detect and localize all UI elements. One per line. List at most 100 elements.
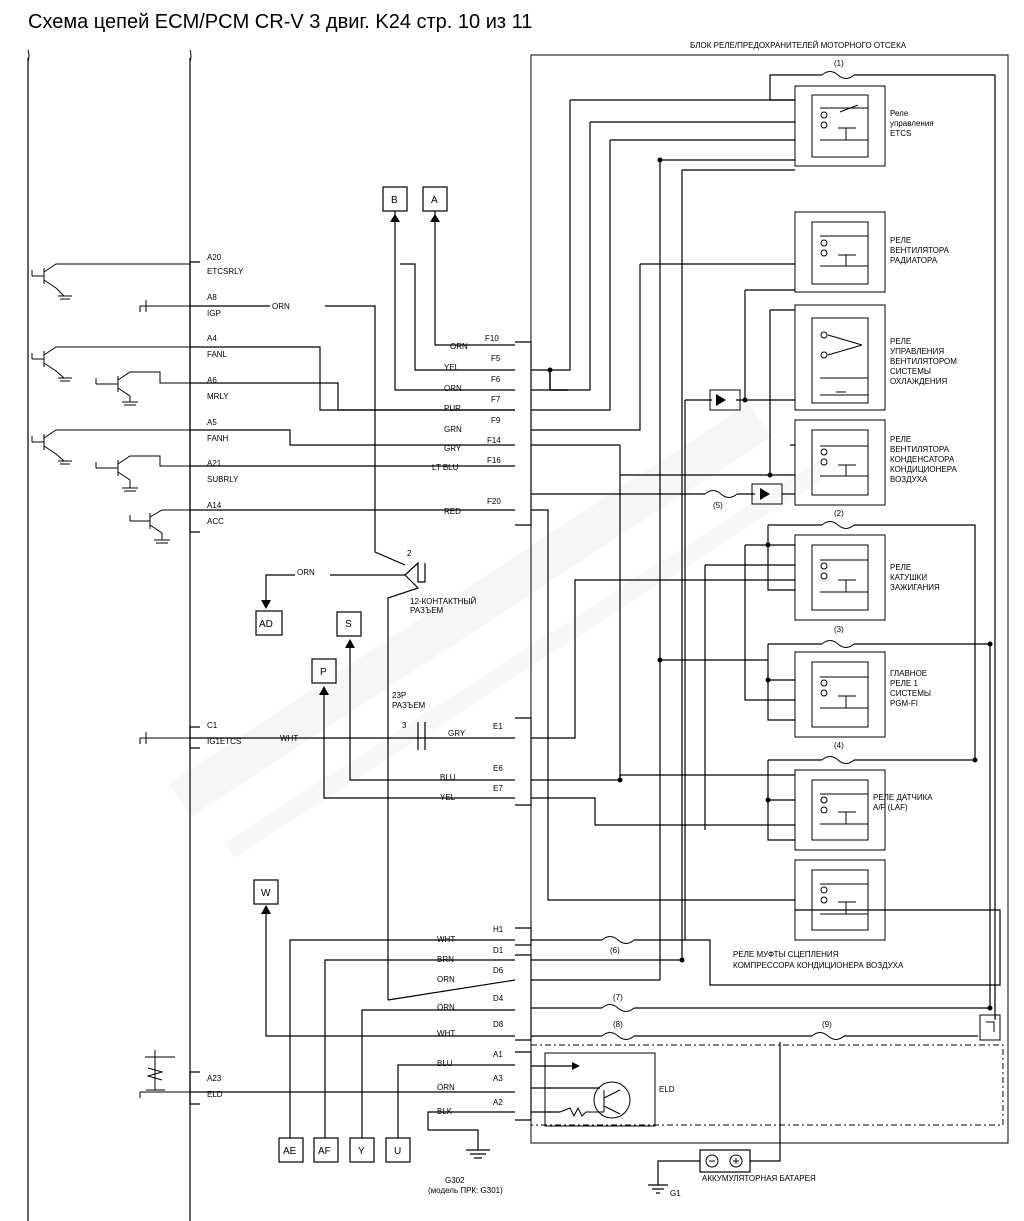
svg-text:W: W xyxy=(261,888,271,899)
svg-text:12-КОНТАКТНЫЙ: 12-КОНТАКТНЫЙ xyxy=(410,597,476,606)
svg-text:AF: AF xyxy=(318,1146,331,1157)
connector-23p: 23P РАЗЪЕМ 3 WHT xyxy=(280,691,426,750)
connector-hd: WHT H1 BRN D1 ORN D6 ORN D4 WHT D8 BLU A… xyxy=(265,912,532,1150)
svg-text:A/F (LAF): A/F (LAF) xyxy=(873,803,908,812)
wire-f7-pin: F7 xyxy=(491,395,501,404)
wire-f7-color: PUR xyxy=(444,404,461,413)
svg-text:U: U xyxy=(394,1146,401,1157)
fuse-2-label: (2) xyxy=(834,509,844,518)
fuse-6-label: (6) xyxy=(610,946,620,955)
wire-f6-color: ORN xyxy=(444,384,462,393)
compressor-relay-label-2: КОМПРЕССОРА КОНДИЦИОНЕРА ВОЗДУХА xyxy=(733,961,904,970)
svg-text:WHT: WHT xyxy=(437,1029,455,1038)
svg-text:УПРАВЛЕНИЯ: УПРАВЛЕНИЯ xyxy=(890,347,944,356)
svg-text:ORN: ORN xyxy=(437,975,455,984)
pin-ig1etcs: IG1ETCS xyxy=(207,737,241,746)
f-wire-runs xyxy=(338,222,515,411)
svg-text:BRN: BRN xyxy=(437,955,454,964)
svg-text:РЕЛЕ: РЕЛЕ xyxy=(890,337,911,346)
svg-text:G1: G1 xyxy=(670,1189,681,1198)
ground-g302: G302 (модель ПРК: G301) xyxy=(428,1149,503,1195)
arrow-box-u: U xyxy=(385,1137,411,1163)
svg-text:ВОЗДУХА: ВОЗДУХА xyxy=(890,475,928,484)
fuse-box-title: БЛОК РЕЛЕ/ПРЕДОХРАНИТЕЛЕЙ МОТОРНОГО ОТСЕ… xyxy=(690,41,907,50)
svg-text:23P: 23P xyxy=(392,691,406,700)
svg-text:BLU: BLU xyxy=(437,1059,453,1068)
eld-module: ELD xyxy=(531,1052,675,1127)
svg-text:B: B xyxy=(391,195,398,206)
svg-text:управления: управления xyxy=(890,119,934,128)
svg-text:РЕЛЕ: РЕЛЕ xyxy=(890,236,911,245)
wire-f5-color: YEL xyxy=(444,363,460,372)
svg-text:D8: D8 xyxy=(493,1020,504,1029)
svg-text:AE: AE xyxy=(283,1146,297,1157)
arrow-box-w: W xyxy=(253,879,279,914)
svg-text:КОНДЕНСАТОРА: КОНДЕНСАТОРА xyxy=(890,455,955,464)
pin-a20: A20 xyxy=(207,253,222,262)
svg-text:E1: E1 xyxy=(493,722,503,731)
relay-ac-condenser-fan: РЕЛЕ ВЕНТИЛЯТОРА КОНДЕНСАТОРА КОНДИЦИОНЕ… xyxy=(794,419,958,506)
svg-text:ORN: ORN xyxy=(297,568,315,577)
svg-text:ELD: ELD xyxy=(659,1085,675,1094)
svg-text:ВЕНТИЛЯТОРОМ: ВЕНТИЛЯТОРОМ xyxy=(890,357,957,366)
page-title: Схема цепей ECM/PCM CR-V 3 двиг. K24 стр… xyxy=(28,11,532,33)
svg-text:ETCS: ETCS xyxy=(890,129,911,138)
svg-text:РЕЛЕ: РЕЛЕ xyxy=(890,435,911,444)
svg-text:ЗАЖИГАНИЯ: ЗАЖИГАНИЯ xyxy=(890,583,940,592)
svg-text:АККУМУЛЯТОРНАЯ БАТАРЕЯ: АККУМУЛЯТОРНАЯ БАТАРЕЯ xyxy=(702,1174,816,1183)
relay-cooling-fan-control: РЕЛЕ УПРАВЛЕНИЯ ВЕНТИЛЯТОРОМ СИСТЕМЫ ОХЛ… xyxy=(794,304,957,411)
arrow-box-af: AF xyxy=(313,1137,339,1163)
fuse-9-label: (9) xyxy=(822,1020,832,1029)
connector-12pin: 2 12-КОНТАКТНЫЙ РАЗЪЕМ ORN xyxy=(261,549,476,1000)
svg-text:КОНДИЦИОНЕРА: КОНДИЦИОНЕРА xyxy=(890,465,958,474)
svg-text:G302: G302 xyxy=(445,1176,465,1185)
wire-f16-color: LT BLU xyxy=(432,463,459,472)
arrow-box-y: Y xyxy=(349,1137,375,1163)
wire-f10-pin: F10 xyxy=(485,334,499,343)
wire-f20-pin: F20 xyxy=(487,497,501,506)
wire-f9-pin: F9 xyxy=(491,416,501,425)
svg-text:WHT: WHT xyxy=(280,734,298,743)
fuse-7-label: (7) xyxy=(613,993,623,1002)
svg-text:ГЛАВНОЕ: ГЛАВНОЕ xyxy=(890,669,927,678)
svg-text:СИСТЕМЫ: СИСТЕМЫ xyxy=(890,367,931,376)
pin-a8: A8 xyxy=(207,293,217,302)
svg-text:Y: Y xyxy=(358,1146,365,1157)
arrow-box-ae: AE xyxy=(278,1137,304,1163)
pin-igp: IGP xyxy=(207,309,221,318)
relay-ac-compressor-clutch xyxy=(794,859,886,941)
pin-fanl: FANL xyxy=(207,350,228,359)
pin-mrly: MRLY xyxy=(207,392,229,401)
pin-etcsrly: ETCSRLY xyxy=(207,267,244,276)
svg-text:(модель ПРК: G301): (модель ПРК: G301) xyxy=(428,1186,503,1195)
svg-text:A1: A1 xyxy=(493,1050,503,1059)
svg-text:WHT: WHT xyxy=(437,935,455,944)
wire-f14-pin: F14 xyxy=(487,436,501,445)
ecm-module xyxy=(27,49,192,1221)
fuse-3-label: (3) xyxy=(834,625,844,634)
svg-text:D4: D4 xyxy=(493,994,504,1003)
arrow-box-p: P xyxy=(311,658,515,799)
fuse-relay-box: БЛОК РЕЛЕ/ПРЕДОХРАНИТЕЛЕЙ МОТОРНОГО ОТСЕ… xyxy=(530,41,1009,1144)
connector-f xyxy=(515,341,532,526)
relay-pgm-fi-main: ГЛАВНОЕ РЕЛЕ 1 СИСТЕМЫ PGM-FI xyxy=(794,651,931,738)
wire-f20-color: RED xyxy=(444,507,461,516)
svg-text:A2: A2 xyxy=(493,1098,503,1107)
svg-text:PGM-FI: PGM-FI xyxy=(890,699,918,708)
svg-text:S: S xyxy=(345,619,352,630)
pin-subrly: SUBRLY xyxy=(207,475,239,484)
pin-a14: A14 xyxy=(207,501,222,510)
ecm-pin-labels: A20 ETCSRLY A8 IGP A4 FANL A6 MRLY A5 FA… xyxy=(207,253,244,1099)
pin-a4: A4 xyxy=(207,334,217,343)
arrow-box-b: B xyxy=(382,186,408,222)
relay-etcs: Реле управления ETCS xyxy=(794,85,934,167)
wire-f5-pin: F5 xyxy=(491,354,501,363)
pin-acc: ACC xyxy=(207,517,224,526)
svg-text:РАДИАТОРА: РАДИАТОРА xyxy=(890,256,938,265)
svg-text:Реле: Реле xyxy=(890,109,909,118)
battery: АККУМУЛЯТОРНАЯ БАТАРЕЯ G1 xyxy=(648,1042,816,1198)
compressor-relay-label-1: РЕЛЕ МУФТЫ СЦЕПЛЕНИЯ xyxy=(733,950,839,959)
svg-text:E7: E7 xyxy=(493,784,503,793)
